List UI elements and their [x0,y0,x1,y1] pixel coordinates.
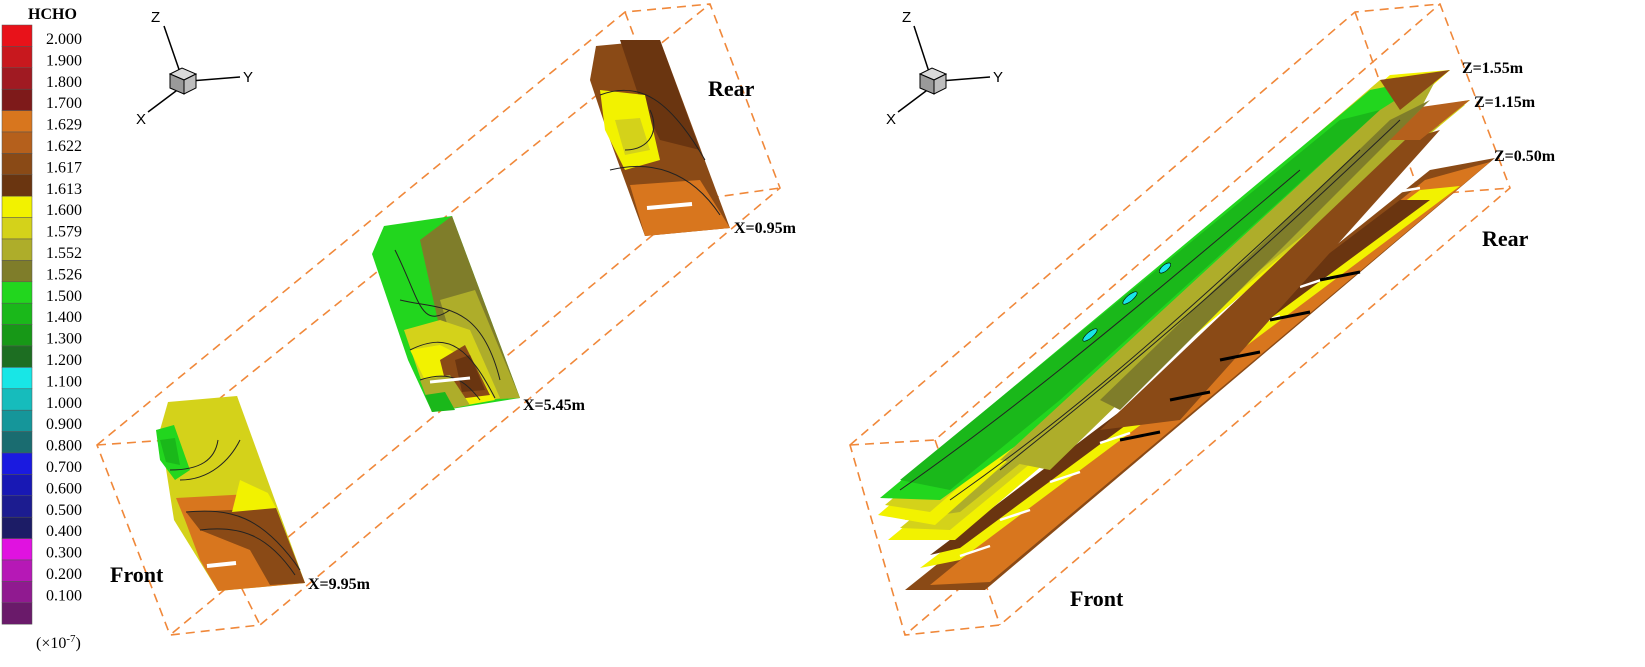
legend-unit: (×10-7) [36,633,81,652]
axis-triad-left: Z Y X [136,9,253,128]
slice-z-1-55 [878,70,1450,525]
left-panel: Z Y X [96,3,797,636]
axis-y-label: Y [243,69,253,86]
legend-swatch [1,88,33,111]
legend-swatch [1,260,33,283]
legend-swatch [1,24,33,47]
legend-swatch [1,110,33,133]
axis-z-label: Z [902,9,911,26]
legend-swatches: 2.000 1.900 1.800 1.700 1.629 1.622 1.617 1.613… [1,24,82,625]
legend-value: 1.526 [46,266,82,283]
legend-value: 2.000 [46,31,82,48]
front-label-right: Front [1070,586,1124,611]
right-panel: Z Y X [849,3,1556,636]
legend-swatch [1,559,33,582]
legend-value: 1.700 [46,95,82,112]
legend-swatch [1,516,33,539]
legend-value: 1.600 [46,202,82,219]
axis-y-label: Y [993,69,1003,86]
legend-value: 0.800 [46,438,82,455]
legend-swatch [1,452,33,475]
slice-label-z-1-55: Z=1.55m [1462,60,1524,77]
legend-swatch [1,46,33,69]
slice-x-5-45 [372,216,520,412]
legend-swatch [1,409,33,432]
legend-swatch [1,302,33,325]
legend-value: 1.900 [46,52,82,69]
legend-swatch [1,131,33,154]
legend-swatch [1,474,33,497]
legend-swatch [1,581,33,604]
legend-swatch [1,431,33,454]
legend-swatch [1,195,33,218]
triad-cube-icon [918,67,948,95]
legend-value: 0.400 [46,523,82,540]
legend-swatch [1,345,33,368]
slice-label-x-0-95: X=0.95m [734,220,797,237]
legend-value: 1.579 [46,224,82,241]
legend-value: 1.500 [46,288,82,305]
legend-swatch [1,174,33,197]
legend-swatch [1,324,33,347]
legend-value: 0.200 [46,566,82,583]
legend-value: 0.700 [46,459,82,476]
legend-swatch [1,367,33,390]
legend-value: 0.300 [46,545,82,562]
slice-label-x-9-95: X=9.95m [308,576,371,593]
legend-swatch [1,538,33,561]
legend-swatch [1,602,33,625]
legend-swatch [1,495,33,518]
legend-value: 0.600 [46,480,82,497]
triad-cube-icon [168,67,198,95]
legend-swatch [1,388,33,411]
legend-swatch [1,281,33,304]
legend-swatch [1,238,33,261]
legend-swatch [1,153,33,176]
legend-value: 0.500 [46,502,82,519]
legend-value: 1.629 [46,117,82,134]
legend-value: 1.400 [46,309,82,326]
legend-value: 1.100 [46,373,82,390]
legend-title: HCHO [28,6,77,23]
axis-x-label: X [886,111,896,128]
slice-x-9-95 [156,396,305,591]
legend-value: 1.000 [46,395,82,412]
legend-value: 1.800 [46,74,82,91]
slice-x-0-95 [590,40,730,236]
legend-value: 1.613 [46,181,82,198]
slice-label-z-1-15: Z=1.15m [1474,94,1536,111]
slice-label-x-5-45: X=5.45m [523,397,586,414]
axis-z-label: Z [151,9,160,26]
legend-swatch [1,67,33,90]
legend-value: 1.622 [46,138,82,155]
rear-label-right: Rear [1482,226,1529,251]
color-legend: HCHO 2.000 1.900 1.800 1.700 1.629 1.622 1.617… [1,6,82,652]
legend-value: 1.300 [46,331,82,348]
axis-triad-right: Z Y X [886,9,1003,128]
legend-value: 0.100 [46,587,82,604]
legend-swatch [1,217,33,240]
legend-value: 0.900 [46,416,82,433]
legend-value: 1.617 [46,159,82,176]
legend-value: 1.200 [46,352,82,369]
rear-label-left: Rear [708,76,755,101]
slice-label-z-0-50: Z=0.50m [1494,148,1556,165]
front-label-left: Front [110,562,164,587]
axis-x-label: X [136,111,146,128]
legend-value: 1.552 [46,245,82,262]
